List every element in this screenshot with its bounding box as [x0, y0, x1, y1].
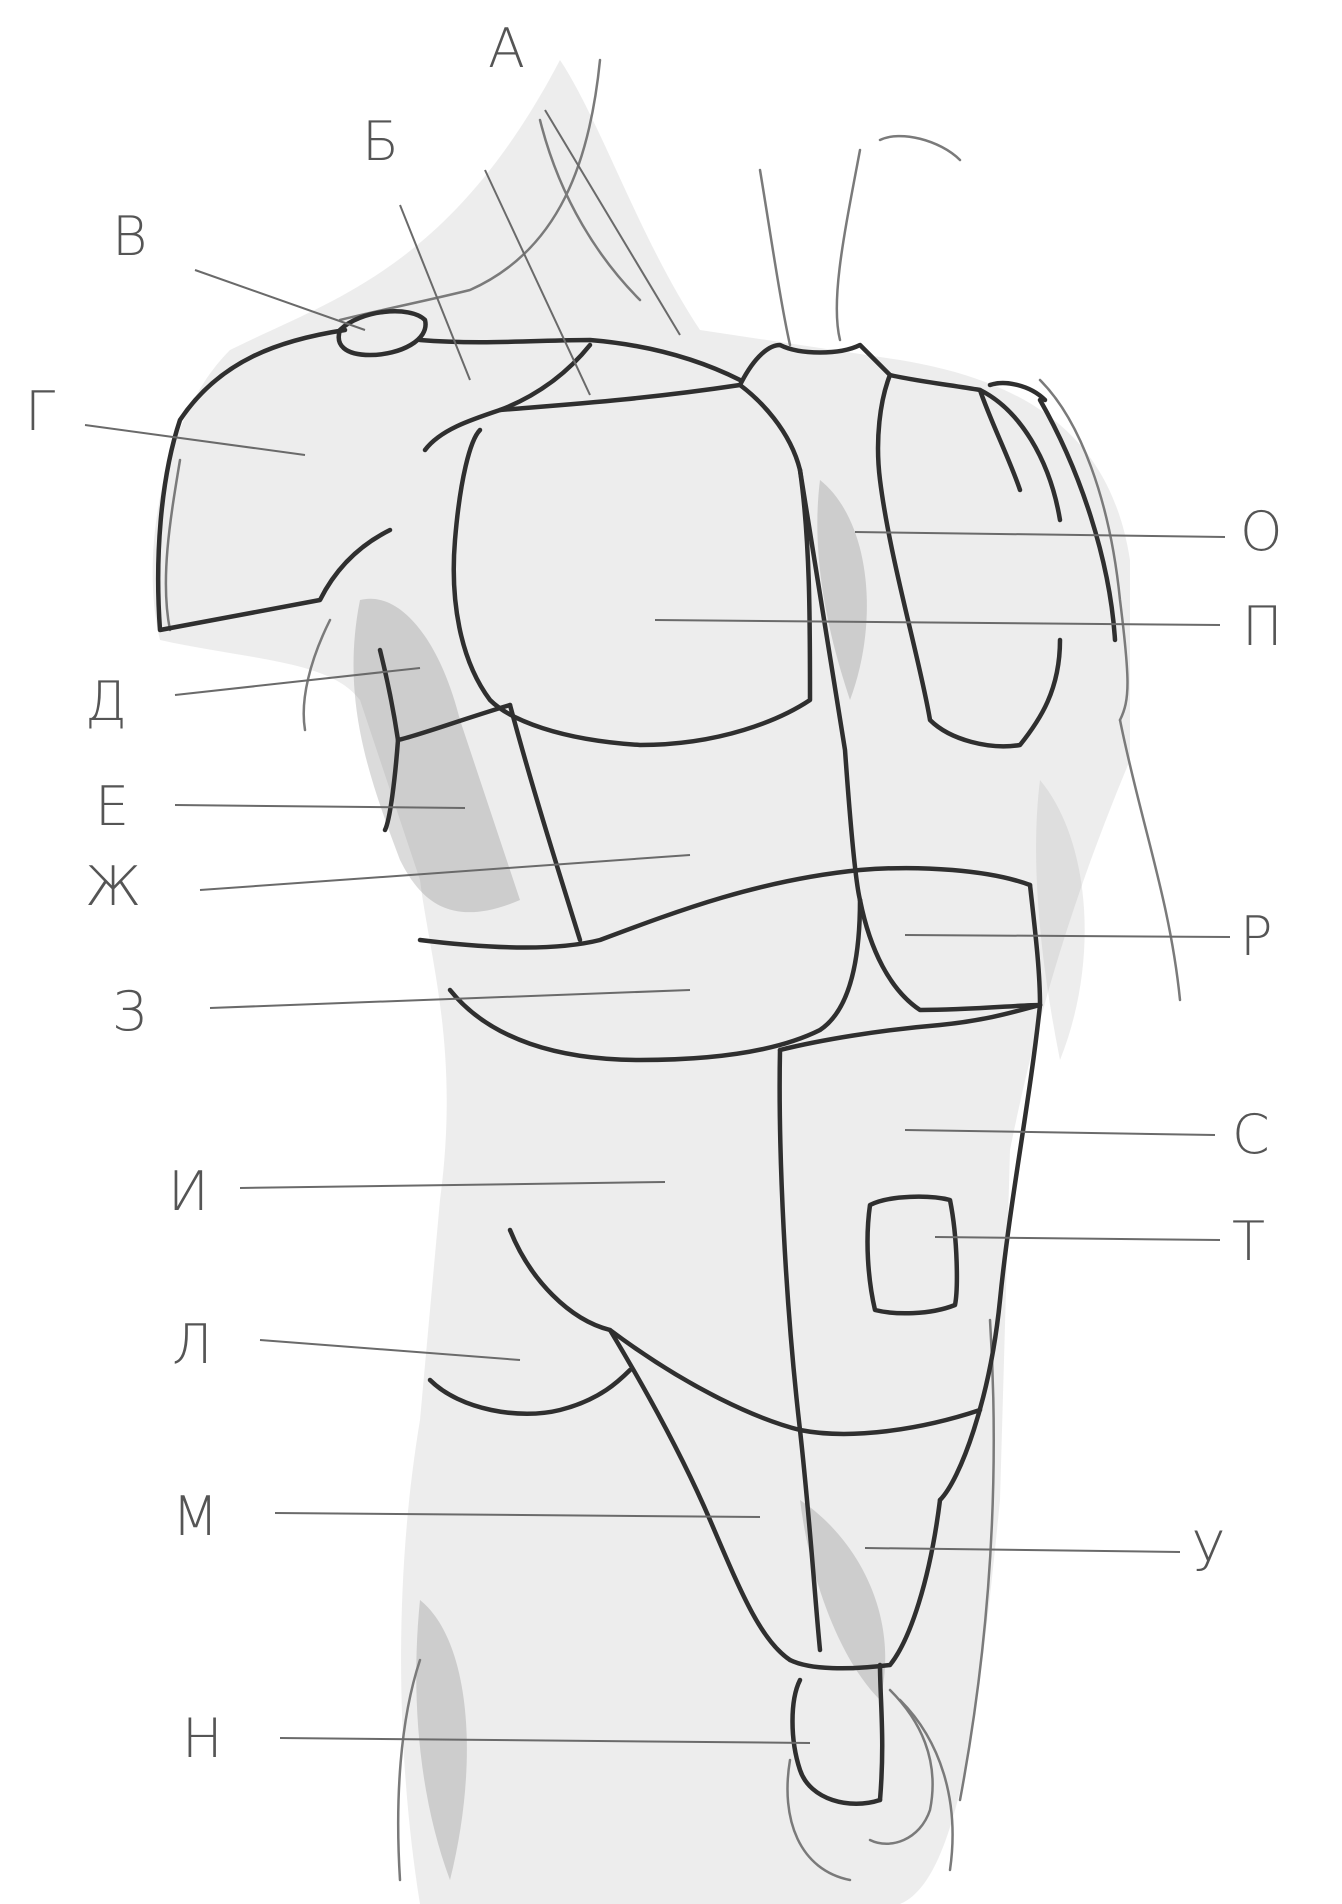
label-G: Г: [25, 385, 55, 439]
label-B: Б: [362, 115, 399, 169]
label-T: Т: [1232, 1215, 1265, 1269]
label-U: У: [1192, 1525, 1225, 1579]
label-I: И: [168, 1165, 209, 1219]
label-O: О: [1240, 505, 1283, 559]
label-A: А: [488, 22, 525, 76]
label-Z: З: [112, 985, 146, 1039]
label-R: Р: [1240, 910, 1273, 964]
label-V: В: [112, 210, 147, 264]
label-E: Е: [95, 780, 129, 834]
label-L: Л: [172, 1318, 213, 1372]
label-M: М: [172, 1490, 219, 1544]
label-ZH: Ж: [85, 860, 141, 914]
label-S: С: [1232, 1108, 1270, 1162]
label-D: Д: [85, 675, 127, 729]
label-P: П: [1242, 600, 1283, 654]
label-N: Н: [182, 1712, 223, 1766]
